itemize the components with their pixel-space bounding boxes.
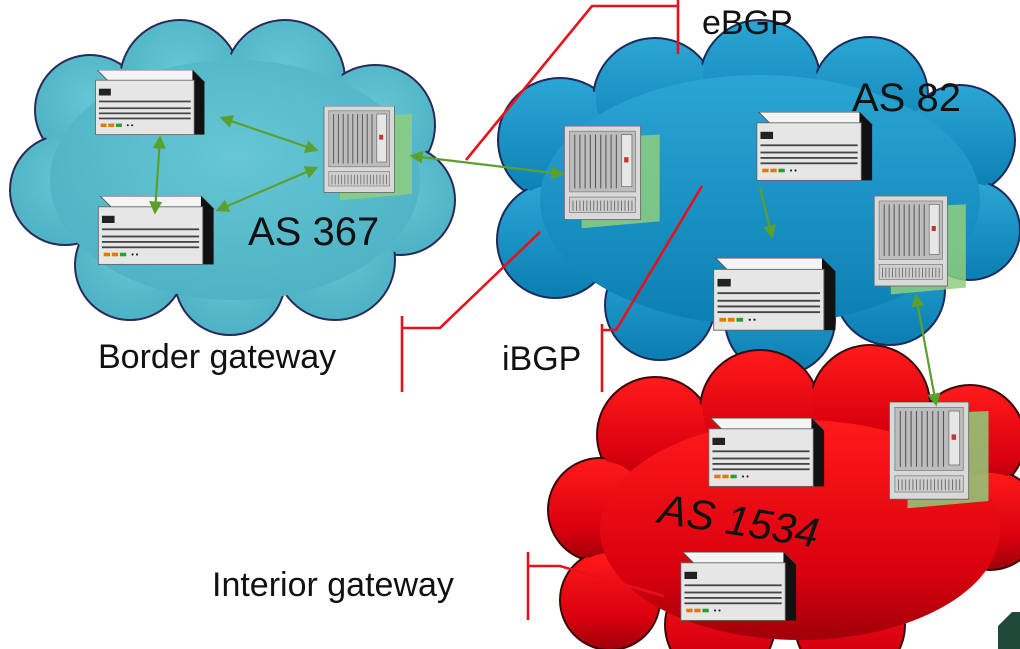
as82-server-bottom [713, 258, 836, 331]
link-as367-servers [149, 135, 166, 215]
link-as367-server-bottom-router [215, 166, 319, 212]
as82-router-right [873, 196, 967, 295]
ebgp-callout-line [464, 4, 678, 161]
as367-border-router [323, 106, 413, 201]
as82-label: AS 82 [852, 76, 961, 120]
as82-border-router [563, 126, 661, 229]
as367-server-top [95, 70, 205, 136]
interior-gateway-label: Interior gateway [212, 566, 454, 604]
callout-lines [400, 0, 704, 620]
ibgp-label: iBGP [502, 340, 582, 378]
link-as367-server-top-router [219, 115, 319, 153]
as367-label: AS 367 [248, 210, 380, 254]
border-gateway-label: Border gateway [98, 338, 337, 376]
as82-server-top [756, 112, 873, 181]
as1534-server-top [708, 418, 825, 487]
ibgp-callout-line [602, 185, 704, 332]
as1534-router [888, 402, 990, 509]
corner-decoration [998, 612, 1020, 649]
ebgp-label: eBGP [702, 4, 793, 42]
link-arrows [149, 115, 941, 407]
as1534-server-bottom [680, 552, 797, 621]
link-ebgp-as82-as1534 [911, 293, 941, 407]
interior-gateway-callout-line [528, 564, 665, 598]
link-ebgp-as367-as82 [409, 150, 565, 180]
link-as82-internal [758, 187, 776, 239]
border-gateway-callout-line [402, 231, 541, 330]
